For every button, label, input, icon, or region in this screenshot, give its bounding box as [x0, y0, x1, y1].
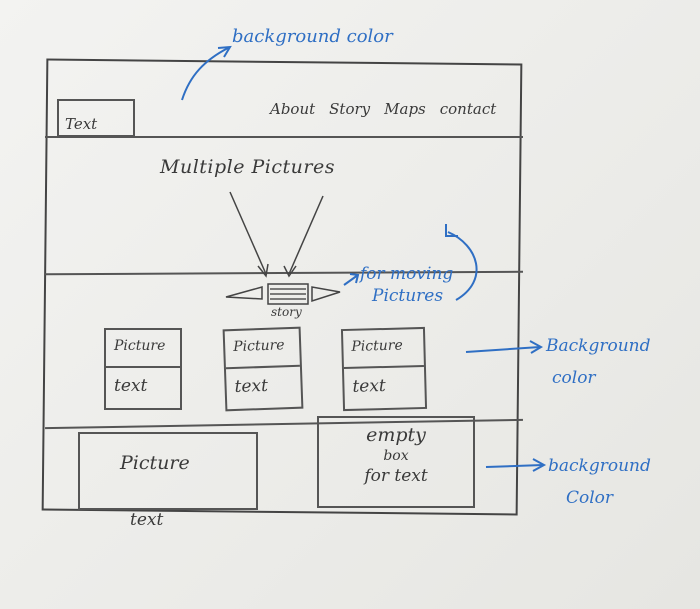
- card-1[interactable]: Picture text: [104, 328, 182, 410]
- annotation-mid-2: color: [552, 368, 596, 388]
- annotation-arrow-top: [181, 47, 229, 101]
- nav-item-contact[interactable]: contact: [439, 100, 497, 118]
- empty-text-box: empty box for text: [317, 416, 475, 508]
- annotation-moving-1: for moving: [360, 264, 454, 284]
- nav-item-story[interactable]: Story: [329, 100, 371, 118]
- card-2[interactable]: Picture text: [222, 326, 304, 412]
- nav-item-maps[interactable]: Maps: [384, 100, 426, 118]
- empty-box-line3: for text: [364, 466, 428, 486]
- next-arrow-icon[interactable]: [311, 286, 341, 303]
- nav-item-about[interactable]: About: [270, 100, 316, 118]
- card-picture: Picture: [106, 330, 180, 368]
- annotation-arrow-mid: [465, 346, 541, 353]
- logo-text: Text: [65, 115, 98, 133]
- card-picture: Picture: [224, 328, 300, 370]
- annotation-top: background color: [232, 26, 393, 47]
- card-text: text: [234, 375, 269, 397]
- annotation-bottom-2: Color: [566, 488, 614, 508]
- bottom-picture-label: Picture: [120, 452, 190, 474]
- card-picture: Picture: [342, 328, 424, 370]
- bottom-picture-box: Picture: [78, 432, 258, 510]
- hero-label: Multiple Pictures: [160, 156, 335, 178]
- hero-arrow-left-head: [257, 263, 269, 278]
- hero-arrow-right-head: [283, 265, 297, 278]
- annotation-arrow-bottom: [485, 464, 544, 468]
- card-3[interactable]: Picture text: [340, 326, 428, 412]
- annotation-bottom-1: background: [548, 456, 651, 476]
- hero-arrow-right: [288, 195, 324, 275]
- annotation-moving-2: Pictures: [372, 286, 444, 306]
- hero-arrow-left: [229, 191, 267, 275]
- nav-bar: About Story Maps contact: [270, 100, 496, 118]
- story-label: story: [271, 305, 302, 319]
- header-divider: [45, 136, 523, 138]
- annotation-mid-1: Background: [546, 336, 651, 356]
- story-slider-icon[interactable]: [267, 283, 309, 305]
- bottom-caption: text: [130, 510, 164, 530]
- card-text: text: [352, 375, 387, 397]
- annotation-arrow-moving: [343, 274, 359, 286]
- logo-box: Text: [57, 99, 135, 137]
- prev-arrow-icon[interactable]: [225, 286, 263, 300]
- card-text: text: [114, 376, 148, 396]
- empty-box-line2: box: [383, 448, 409, 464]
- empty-box-line1: empty: [366, 424, 426, 446]
